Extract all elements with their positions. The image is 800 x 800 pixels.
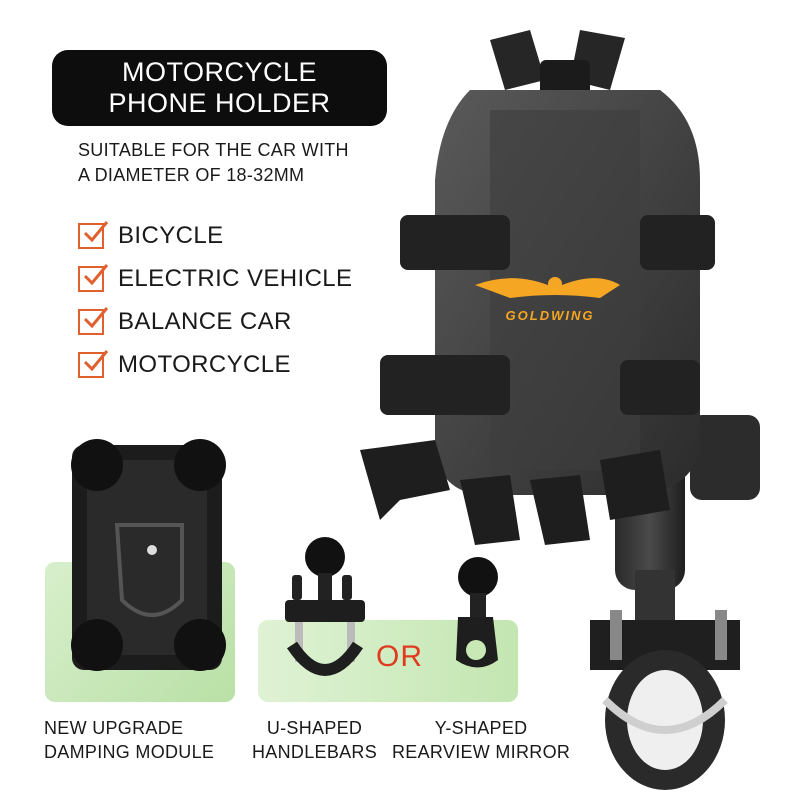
- logo-text: GOLDWING: [506, 308, 595, 323]
- check-item-balance-car: BALANCE CAR: [78, 300, 368, 343]
- caption-u-shaped-line-1: U-SHAPED: [266, 718, 363, 738]
- check-item-label: MOTORCYCLE: [118, 350, 291, 378]
- checkmark-icon: [78, 220, 109, 249]
- title-line-1: MOTORCYCLE: [121, 57, 318, 87]
- caption-module-line-1: NEW UPGRADE: [44, 718, 184, 738]
- phone-holder-image: GOLDWING: [360, 30, 760, 790]
- checkmark-icon: [78, 263, 109, 292]
- checkmark-icon: [78, 349, 109, 378]
- subtitle-line-2: A DIAMETER OF 18-32MM: [78, 165, 305, 185]
- y-shaped-mount-image: [456, 557, 498, 668]
- title-line-2: PHONE HOLDER: [108, 88, 331, 118]
- caption-y-shaped-line-1: Y-SHAPED: [434, 718, 528, 738]
- checkmark-icon: [78, 306, 109, 335]
- subtitle-line-1: SUITABLE FOR THE CAR WITH: [78, 140, 349, 160]
- damping-module-image: [71, 439, 226, 671]
- compatibility-checklist: BICYCLE ELECTRIC VEHICLE BALANCE CAR MOT…: [78, 214, 368, 386]
- title-banner: MOTORCYCLE PHONE HOLDER: [52, 50, 387, 126]
- caption-u-shaped-line-2: HANDLEBARS: [252, 742, 378, 762]
- caption-y-shaped: Y-SHAPED REARVIEW MIRROR: [392, 716, 570, 764]
- check-item-label: BALANCE CAR: [118, 307, 292, 335]
- u-shaped-mount-image: [285, 537, 365, 676]
- check-item-bicycle: BICYCLE: [78, 214, 368, 257]
- check-item-motorcycle: MOTORCYCLE: [78, 343, 368, 386]
- caption-module-line-2: DAMPING MODULE: [44, 742, 215, 762]
- check-item-electric-vehicle: ELECTRIC VEHICLE: [78, 257, 368, 300]
- check-item-label: ELECTRIC VEHICLE: [118, 264, 353, 292]
- caption-y-shaped-line-2: REARVIEW MIRROR: [392, 742, 571, 762]
- check-item-label: BICYCLE: [118, 221, 224, 249]
- caption-module: NEW UPGRADE DAMPING MODULE: [44, 716, 214, 764]
- subtitle: SUITABLE FOR THE CAR WITH A DIAMETER OF …: [78, 138, 398, 188]
- or-label: OR: [376, 640, 423, 673]
- caption-u-shaped: U-SHAPED HANDLEBARS: [252, 716, 377, 764]
